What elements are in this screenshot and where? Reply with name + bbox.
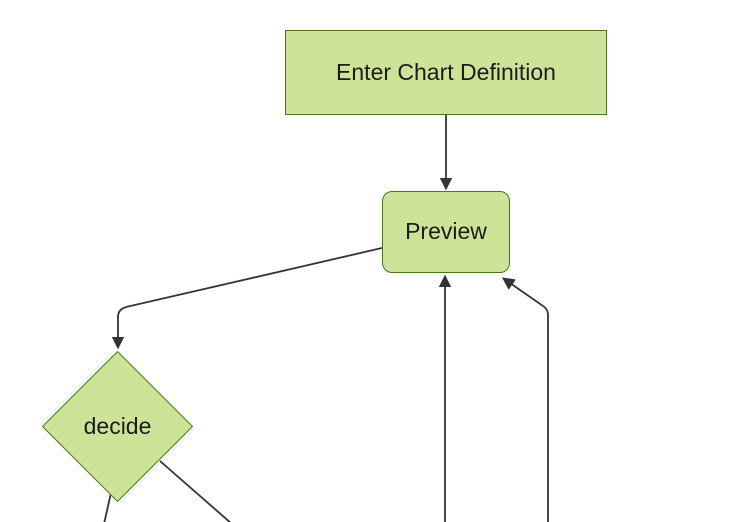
node-preview-label: Preview [405,218,487,245]
node-decide: decide [42,350,193,502]
edge-decide-to-offscreen-right [159,460,232,522]
edge-preview-to-decide [111,247,383,350]
node-enter-chart-definition: Enter Chart Definition [285,30,607,115]
node-decide-label: decide [83,412,152,439]
node-preview: Preview [382,191,510,273]
edge-decide-to-offscreen-left [103,494,112,522]
edge-offscreen-to-preview-right [501,277,549,522]
node-enter-chart-definition-label: Enter Chart Definition [336,58,556,85]
